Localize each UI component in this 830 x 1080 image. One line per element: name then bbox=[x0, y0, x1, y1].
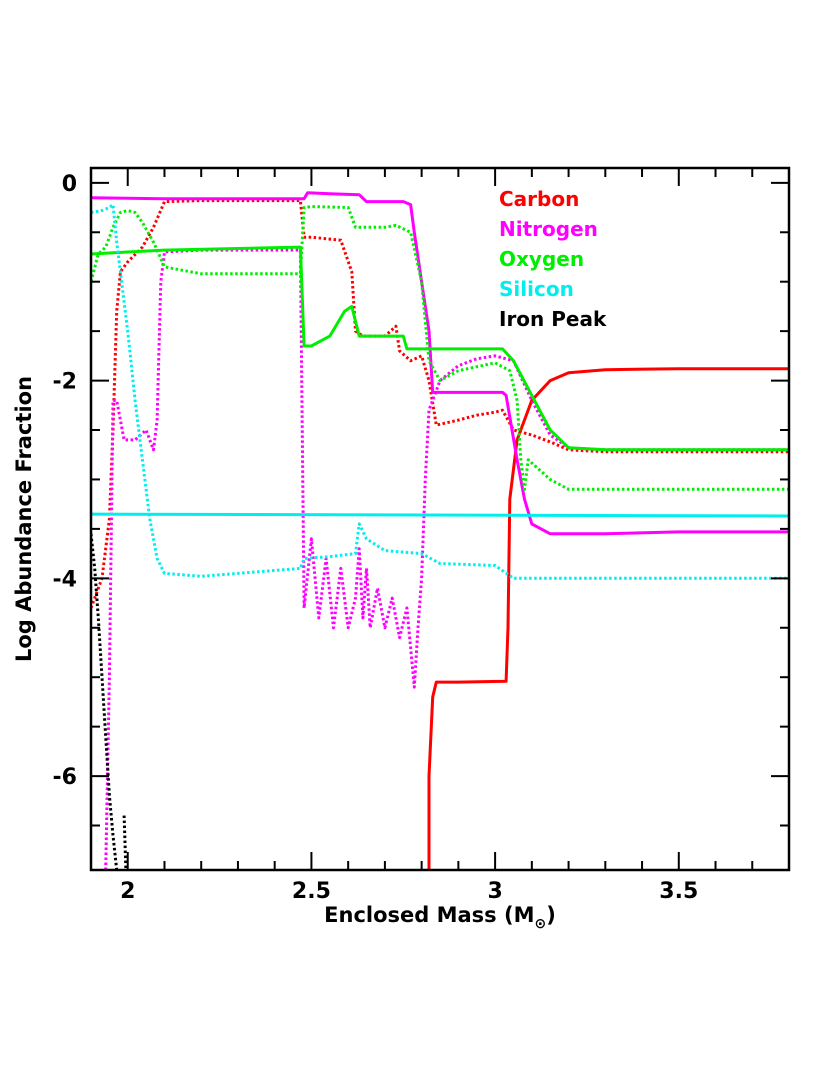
y-tick-label: 0 bbox=[62, 172, 77, 197]
legend-item-iron-peak: Iron Peak bbox=[499, 307, 607, 331]
y-tick-label: -6 bbox=[53, 765, 77, 790]
series-iron-peak-dotted-8 bbox=[91, 533, 119, 870]
series-silicon-solid-6 bbox=[91, 512, 789, 518]
x-tick-label: 2.5 bbox=[292, 879, 331, 904]
x-axis-title-close: ) bbox=[546, 903, 556, 927]
series-oxygen-dotted-5 bbox=[91, 205, 789, 491]
series-carbon-solid-0 bbox=[427, 367, 789, 870]
series-nitrogen-dotted-3 bbox=[104, 248, 789, 870]
legend-item-nitrogen: Nitrogen bbox=[499, 217, 598, 241]
x-axis-title-main: Enclosed Mass (M bbox=[324, 903, 534, 927]
plot-frame bbox=[89, 166, 791, 872]
x-axis-title: Enclosed Mass (M⊙) bbox=[324, 903, 556, 932]
x-tick-label: 3 bbox=[487, 879, 502, 904]
series-oxygen-solid-4 bbox=[91, 245, 789, 452]
legend-item-carbon: Carbon bbox=[499, 187, 579, 211]
y-tick-label: -4 bbox=[53, 567, 77, 592]
y-axis-title: Log Abundance Fraction bbox=[12, 376, 36, 662]
ticks-layer bbox=[90, 168, 790, 870]
series-layer bbox=[91, 191, 789, 870]
series-iron-peak-dotted-9 bbox=[122, 815, 128, 870]
series-carbon-dotted-1 bbox=[91, 199, 789, 609]
tick-labels-layer: 2 2.5 3 3.5 0 -2 -4 -6 bbox=[53, 172, 699, 904]
x-axis-title-subscript: ⊙ bbox=[534, 916, 546, 932]
series-silicon-dotted-7 bbox=[91, 203, 789, 580]
legend-item-oxygen: Oxygen bbox=[499, 247, 584, 271]
series-nitrogen-solid-2 bbox=[91, 191, 789, 536]
x-tick-label: 2 bbox=[120, 879, 135, 904]
legend-item-silicon: Silicon bbox=[499, 277, 574, 301]
x-tick-label: 3.5 bbox=[659, 879, 698, 904]
y-tick-label: -2 bbox=[53, 370, 77, 395]
